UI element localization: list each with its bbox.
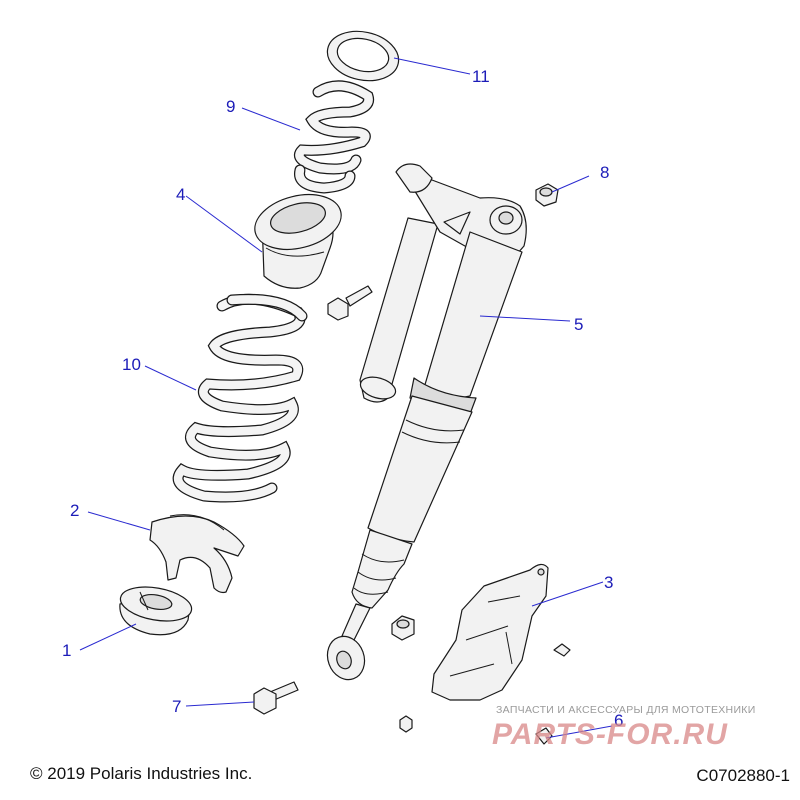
leader-lines <box>79 57 613 739</box>
watermark: ЗАПЧАСТИ И АКСЕССУАРЫ ДЛЯ МОТОТЕХНИКИ PA… <box>492 704 792 754</box>
callout-7: 7 <box>172 697 181 716</box>
callout-5: 5 <box>574 315 583 334</box>
guard-screw <box>553 643 571 657</box>
part-7-bolt <box>253 681 299 715</box>
callout-9: 9 <box>226 97 235 116</box>
part-8-nut <box>535 183 559 207</box>
part-2-retainer-clip <box>149 514 245 594</box>
callout-4: 4 <box>176 185 185 204</box>
part-11-spring-seat-ring <box>326 30 400 82</box>
watermark-logo: PARTS-FOR.RU <box>492 718 728 751</box>
part-10-main-spring <box>172 293 308 503</box>
part-3-shock-guard <box>431 563 549 701</box>
callout-8: 8 <box>600 163 609 182</box>
callout-3: 3 <box>604 573 613 592</box>
callout-2: 2 <box>70 501 79 520</box>
callout-11: 11 <box>472 67 490 86</box>
lower-mount-nut <box>391 615 415 641</box>
part-9-upper-spring <box>293 80 375 194</box>
callout-1: 1 <box>62 641 71 660</box>
part-5-shock-absorber <box>326 163 527 681</box>
copyright-notice: © 2019 Polaris Industries Inc. <box>30 764 253 783</box>
shock-mount-bolt <box>327 285 373 321</box>
watermark-tagline: ЗАПЧАСТИ И АКСЕССУАРЫ ДЛЯ МОТОТЕХНИКИ <box>496 704 756 716</box>
figure-code: C0702880-1 <box>696 766 790 785</box>
small-nut <box>399 715 413 733</box>
part-1-lower-spring-seat <box>119 586 193 636</box>
callout-labels: 1 2 3 4 5 6 7 8 9 10 11 <box>62 67 623 730</box>
part-6-screw <box>535 727 553 745</box>
part-4-spring-cup <box>254 194 342 289</box>
callout-10: 10 <box>122 355 141 374</box>
callout-6: 6 <box>614 711 623 730</box>
